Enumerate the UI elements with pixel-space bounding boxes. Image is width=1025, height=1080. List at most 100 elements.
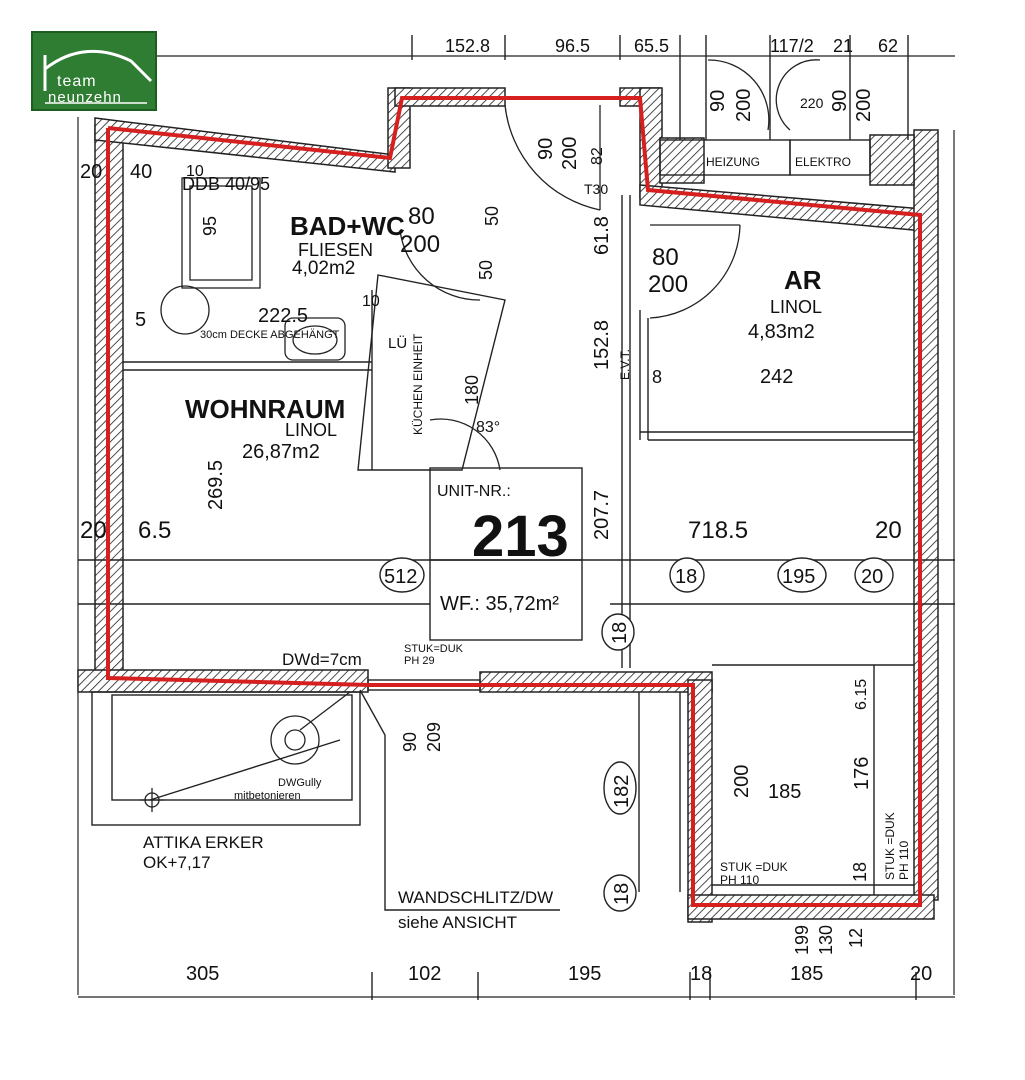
circle-18a [669,557,705,593]
dim-242: 242 [760,366,793,388]
schlitz-label-2: siehe ANSICHT [398,913,517,932]
dim-bottom-3: 195 [568,963,601,985]
dim-20a: 20 [875,517,902,544]
dim-bottom-5: 185 [790,963,823,985]
gully-circle [270,715,320,765]
circle-512-label: 512 [384,566,417,588]
dim-180: 180 [462,375,482,405]
ceiling-label: 30cm DECKE ABGEHÄNGT [200,329,340,341]
heating-label: HEIZUNG [706,155,760,169]
dim-82: 82 [589,147,606,165]
dim-200: 200 [731,765,753,798]
schlitz-label-1: WANDSCHLITZ/DW [398,888,553,907]
door-200-c: 200 [559,137,581,170]
circle-195-label: 195 [782,566,815,588]
team-neunzehn-logo: team neunzehn [31,31,157,111]
dim-bottom-1: 305 [186,963,219,985]
interior-lines [78,35,955,1000]
ddb-label: DDB 40/95 [182,174,270,194]
dimensions: 152.8 96.5 65.5 117/2 21 62 305 102 195 … [80,36,932,985]
living-area: 26,87m2 [242,441,320,463]
lu-label: LÜ [388,334,407,352]
door-200-a: 200 [400,231,440,258]
dim-176: 176 [851,757,873,790]
living-floor: LINOL [285,420,337,440]
door-200-tr2: 200 [853,89,875,122]
dim-8: 8 [652,367,662,387]
dim-95: 95 [200,216,220,236]
ph29-label: PH 29 [404,655,435,667]
apartment-outline [106,96,922,907]
dim-209: 209 [424,722,444,752]
stuk-bottom-label: STUK =DUK [720,860,788,874]
door-90: 90 [535,138,557,160]
dim-20b: 20 [80,517,107,544]
dim-bottom-6: 20 [910,963,932,985]
dim-90: 90 [400,732,420,752]
circle-18c [603,874,637,912]
dim-12: 12 [846,928,866,948]
dim-2077: 207.7 [591,490,613,540]
unit-area: WF.: 35,72m² [440,593,559,615]
dim-18b: 18 [850,862,870,882]
door-50b: 50 [476,260,496,280]
attika-label-2: OK+7,17 [143,853,211,872]
storage-area: 4,83m2 [748,321,815,343]
circle-18a-label: 18 [675,566,697,588]
ph110-label: PH 110 [720,873,759,887]
living-name: WOHNRAUM [185,394,345,424]
storage-name: AR [784,265,822,295]
dim-2225: 222.5 [258,305,308,327]
bath-floor: FLIESEN [298,240,373,260]
door-80-b: 80 [652,244,679,271]
door-220: 220 [800,95,824,111]
circle-20 [854,557,894,593]
dim-130: 130 [816,925,836,955]
dim-199: 199 [792,925,812,955]
circle-195 [777,557,827,593]
circle-18b [601,613,635,651]
attika-label-1: ATTIKA ERKER [143,833,264,852]
dim-top-5: 21 [833,36,853,56]
circle-18c-label: 18 [611,883,633,905]
circled-dimension-labels: 512 18 195 20 18 182 18 [384,566,883,905]
door-90-tr: 90 [707,90,729,112]
dim-2695: 269.5 [205,460,227,510]
t30-label: T30 [584,181,608,197]
dim-618: 61.8 [591,216,613,255]
bath-area: 4,02m2 [292,258,355,279]
dim-20c: 20 [80,161,102,183]
logo-roof-icon [43,49,153,104]
door-90-tr2: 90 [829,90,851,112]
ph110b-label: PH 110 [897,841,911,880]
door-80-a: 80 [408,203,435,230]
dim-bottom-2: 102 [408,963,441,985]
dwgully-label-1: DWGully [278,777,322,789]
dim-bottom-4: 18 [690,963,712,985]
misc-labels: KÜCHEN EINHEIT HEIZUNG ELEKTRO E.V.T. 30… [143,155,911,932]
unit-label: UNIT-NR.: [437,483,511,500]
evt-label: E.V.T. [618,349,632,380]
dim-top-3: 65.5 [634,36,669,56]
bath-name: BAD+WC [290,211,405,241]
dim-615: 6.15 [853,679,870,710]
circle-182-label: 182 [611,775,633,808]
circle-18b-label: 18 [609,622,631,644]
plan-border-lines [77,55,955,998]
logo-line-2: neunzehn [48,89,122,106]
door-200-b: 200 [648,271,688,298]
circle-182 [603,761,637,815]
stuk-right-label: STUK =DUK [883,812,897,880]
dim-185: 185 [768,781,801,803]
unit-number: 213 [472,504,569,569]
door-swings [399,59,821,471]
dim-10b: 10 [362,293,380,310]
door-200-tr: 200 [733,89,755,122]
dim-40: 40 [130,161,152,183]
circled-dimensions [379,557,894,912]
dwgully-label-2: mitbetonieren [234,790,301,802]
dim-top-4: 117/2 [770,36,814,56]
dwd-label: DWd=7cm [282,650,362,669]
logo-line-1: team [57,73,97,90]
